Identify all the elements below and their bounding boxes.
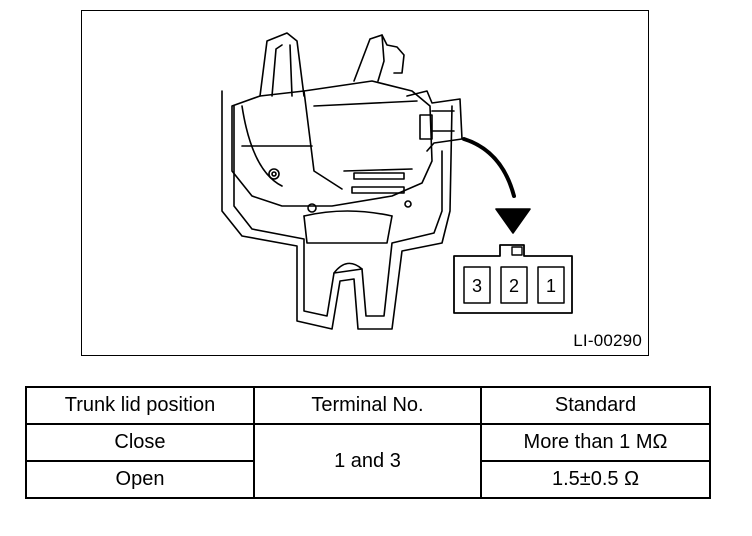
header-terminal-no: Terminal No. — [253, 386, 482, 425]
connector-face: 3 2 1 — [453, 244, 573, 314]
table-row: Open 1.5±0.5 Ω — [25, 460, 711, 499]
latch-body — [221, 32, 463, 330]
table-header-row: Trunk lid position Terminal No. Standard — [25, 386, 711, 425]
terminal-label-3: 3 — [472, 276, 482, 296]
cell-standard-open: 1.5±0.5 Ω — [480, 460, 711, 499]
header-standard: Standard — [480, 386, 711, 425]
cell-position-close: Close — [25, 423, 255, 462]
cell-standard-close: More than 1 MΩ — [480, 423, 711, 462]
cell-position-open: Open — [25, 460, 255, 499]
cell-terminal: 1 and 3 — [253, 423, 482, 499]
resistance-spec-table: Trunk lid position Terminal No. Standard… — [25, 386, 711, 499]
table-row: Close 1 and 3 More than 1 MΩ — [25, 423, 711, 499]
figure-id-label: LI-00290 — [573, 331, 642, 350]
trunk-lid-latch-illustration: 3 2 1 — [221, 32, 573, 330]
header-trunk-lid-position: Trunk lid position — [25, 386, 255, 425]
figure-frame: 3 2 1 LI-00290 — [81, 10, 649, 356]
terminal-label-1: 1 — [546, 276, 556, 296]
terminal-label-2: 2 — [509, 276, 519, 296]
connector-callout-arrow — [462, 137, 531, 234]
